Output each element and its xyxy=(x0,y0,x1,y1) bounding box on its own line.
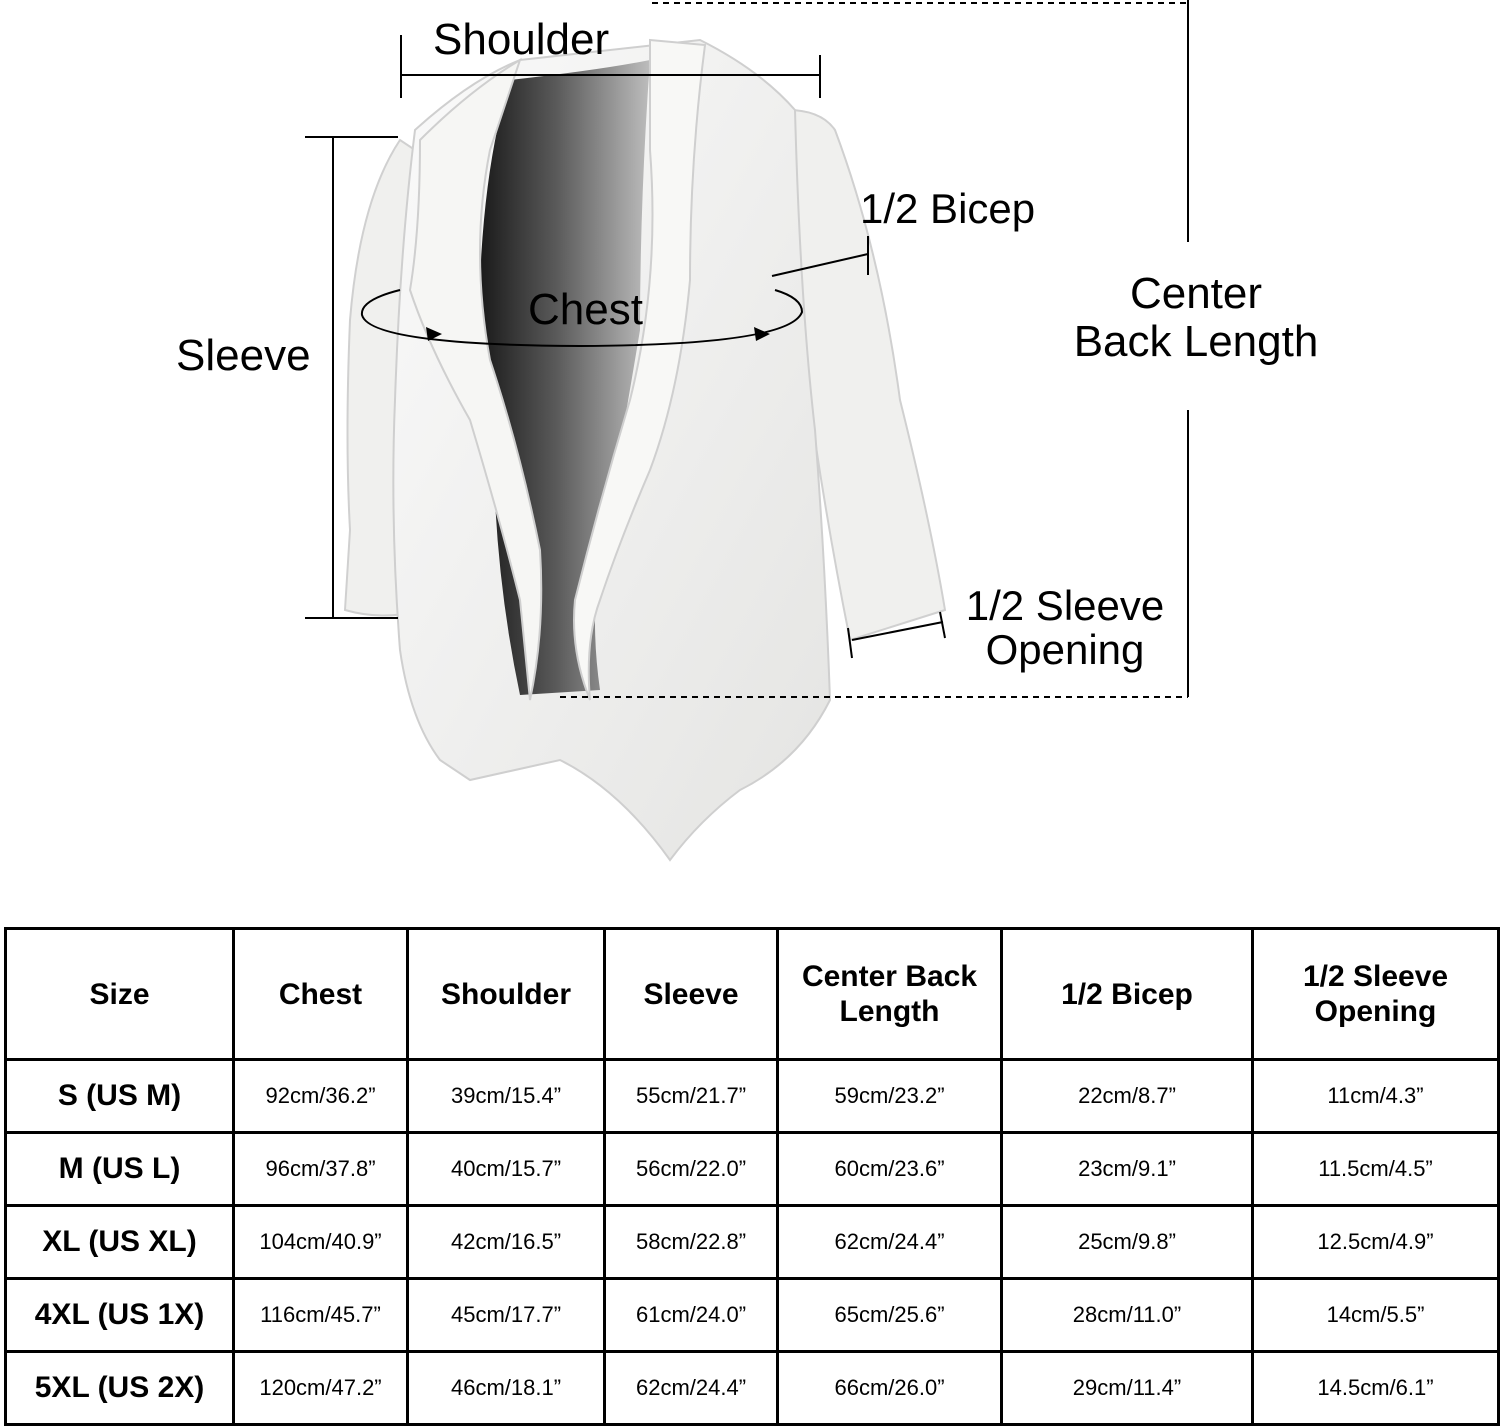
sleeve-measure-line xyxy=(305,136,398,619)
center-back-length-cell: 66cm/26.0” xyxy=(776,1350,1003,1426)
center-back-length-cell: 60cm/23.6” xyxy=(776,1131,1003,1207)
bicep-measure-line xyxy=(771,236,869,277)
table-row: XL (US XL) 104cm/40.9” 42cm/16.5” 58cm/2… xyxy=(4,1204,1500,1280)
sleeve-cell: 56cm/22.0” xyxy=(603,1131,779,1207)
sleeve-cell: 61cm/24.0” xyxy=(603,1277,779,1353)
center-back-length-cell: 59cm/23.2” xyxy=(776,1058,1003,1134)
sleeve-opening-label-line1: 1/2 Sleeve xyxy=(965,582,1165,629)
right-lapel xyxy=(573,38,707,701)
sleeve-opening-cell: 14.5cm/6.1” xyxy=(1251,1350,1500,1426)
sleeve-opening-label-line2: Opening xyxy=(985,626,1145,673)
chest-cell: 120cm/47.2” xyxy=(232,1350,409,1426)
left-lapel xyxy=(408,57,543,701)
table-row: M (US L) 96cm/37.8” 40cm/15.7” 56cm/22.0… xyxy=(4,1131,1500,1207)
shoulder-cell: 39cm/15.4” xyxy=(406,1058,606,1134)
bicep-cell: 25cm/9.8” xyxy=(1000,1204,1254,1280)
header-cbl-line2: Length xyxy=(839,995,940,1028)
header-cbl-line1: Center Back xyxy=(801,960,978,993)
bicep-cell: 22cm/8.7” xyxy=(1000,1058,1254,1134)
header-sleeve: Sleeve xyxy=(603,927,779,1061)
size-cell: S (US M) xyxy=(4,1058,235,1134)
sleeve-opening-cell: 14cm/5.5” xyxy=(1251,1277,1500,1353)
chest-cell: 116cm/45.7” xyxy=(232,1277,409,1353)
center-back-length-label-line2: Back Length xyxy=(1073,317,1319,366)
sleeve-opening-measure-line xyxy=(847,611,946,659)
header-size: Size xyxy=(4,927,235,1061)
header-chest: Chest xyxy=(232,927,409,1061)
bicep-cell: 28cm/11.0” xyxy=(1000,1277,1254,1353)
center-back-length-label-line1: Center xyxy=(1129,269,1263,318)
measurement-diagram: Shoulder 1/2 Bicep Chest Sleeve Center B… xyxy=(176,0,1326,862)
center-back-length-measure-line xyxy=(560,0,1189,698)
bicep-cell: 29cm/11.4” xyxy=(1000,1350,1254,1426)
sleeve-cell: 58cm/22.8” xyxy=(603,1204,779,1280)
header-shoulder: Shoulder xyxy=(406,927,606,1061)
sleeve-cell: 55cm/21.7” xyxy=(603,1058,779,1134)
size-cell: 4XL (US 1X) xyxy=(4,1277,235,1353)
size-cell: XL (US XL) xyxy=(4,1204,235,1280)
bicep-cell: 23cm/9.1” xyxy=(1000,1131,1254,1207)
center-back-length-cell: 62cm/24.4” xyxy=(776,1204,1003,1280)
center-back-length-cell: 65cm/25.6” xyxy=(776,1277,1003,1353)
header-bicep: 1/2 Bicep xyxy=(1000,927,1254,1061)
header-opening-line2: Opening xyxy=(1314,995,1437,1028)
shoulder-cell: 45cm/17.7” xyxy=(406,1277,606,1353)
bicep-label: 1/2 Bicep xyxy=(860,185,1036,232)
chest-label: Chest xyxy=(528,285,643,334)
header-opening-line1: 1/2 Sleeve xyxy=(1302,960,1449,993)
table-row: 5XL (US 2X) 120cm/47.2” 46cm/18.1” 62cm/… xyxy=(4,1350,1500,1426)
size-cell: M (US L) xyxy=(4,1131,235,1207)
chest-cell: 96cm/37.8” xyxy=(232,1131,409,1207)
shoulder-cell: 46cm/18.1” xyxy=(406,1350,606,1426)
shoulder-cell: 40cm/15.7” xyxy=(406,1131,606,1207)
table-row: S (US M) 92cm/36.2” 39cm/15.4” 55cm/21.7… xyxy=(4,1058,1500,1134)
sleeve-opening-cell: 12.5cm/4.9” xyxy=(1251,1204,1500,1280)
shoulder-cell: 42cm/16.5” xyxy=(406,1204,606,1280)
chest-cell: 104cm/40.9” xyxy=(232,1204,409,1280)
jacket-illustration xyxy=(305,0,1189,862)
sleeve-opening-label: 1/2 Sleeve Opening xyxy=(958,584,1172,672)
sleeve-opening-cell: 11.5cm/4.5” xyxy=(1251,1131,1500,1207)
center-back-length-label: Center Back Length xyxy=(1066,270,1326,366)
shoulder-measure-line xyxy=(400,35,821,98)
sleeve-cell: 62cm/24.4” xyxy=(603,1350,779,1426)
chest-measure-ellipse xyxy=(360,289,804,348)
shoulder-label: Shoulder xyxy=(433,15,610,64)
chest-cell: 92cm/36.2” xyxy=(232,1058,409,1134)
table-row: 4XL (US 1X) 116cm/45.7” 45cm/17.7” 61cm/… xyxy=(4,1277,1500,1353)
sleeve-label: Sleeve xyxy=(176,331,311,380)
size-cell: 5XL (US 2X) xyxy=(4,1350,235,1426)
sleeve-opening-cell: 11cm/4.3” xyxy=(1251,1058,1500,1134)
